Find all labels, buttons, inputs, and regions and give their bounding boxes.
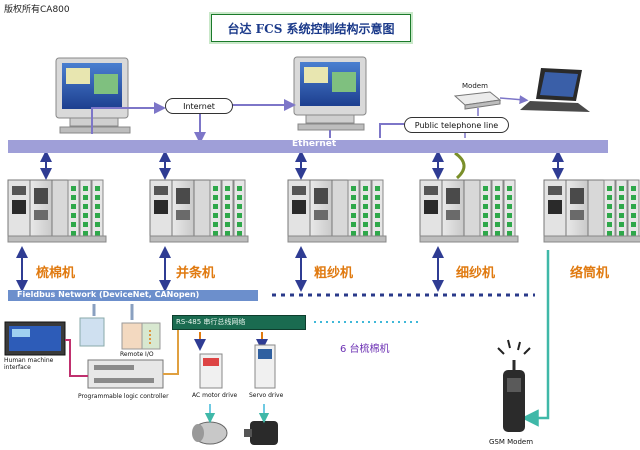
machine-label-carding: 梳棉机	[36, 266, 76, 281]
plc-label: Programmable logic controller	[78, 393, 169, 400]
rs485-bus	[172, 315, 306, 330]
modem-label: Modem	[462, 82, 488, 90]
plc-rack-icon-drawing	[149, 179, 249, 243]
fieldbus-bus	[8, 290, 258, 301]
servo-drive-icon	[254, 344, 276, 389]
plc-rack-icon-carding	[7, 179, 107, 243]
modem-icon	[453, 91, 502, 110]
plc-rack-icon-roving	[287, 179, 387, 243]
ethernet-bus	[8, 140, 608, 153]
plc-rack-icon-spinning	[419, 179, 519, 243]
gsm-modem-icon	[497, 339, 531, 432]
diagram-title: 台达 FCS 系统控制结构示意图	[211, 14, 411, 42]
machine-label-winding: 络筒机	[570, 266, 610, 281]
servo-motor-icon	[244, 421, 278, 445]
copyright-label: 版权所有CA800	[4, 5, 70, 15]
gsm-modem-label: GSM Modem	[489, 438, 534, 446]
computer-icon-center	[293, 56, 367, 131]
ac-drive-label: AC motor drive	[192, 392, 238, 399]
remote-io-icon	[121, 322, 161, 350]
computer-icon-left	[55, 57, 131, 134]
internet-label: Internet	[165, 98, 233, 114]
plc-unit-icon	[87, 359, 164, 389]
servo-drive-label: Servo drive	[249, 392, 284, 399]
hmi-label: Human machine interface	[4, 357, 54, 371]
machine-label-roving: 粗纱机	[314, 266, 354, 281]
machine-label-spinning: 细纱机	[456, 266, 496, 281]
carding-count-note: 6 台梳棉机	[340, 344, 390, 355]
rs485-label: RS-485 串行总线网络	[176, 318, 246, 326]
machine-label-drawing: 并条机	[176, 266, 216, 281]
laptop-icon	[520, 68, 590, 112]
ac-motor-icon	[192, 421, 228, 445]
plc-rack-icon-winding	[543, 179, 640, 243]
fieldbus-label: Fieldbus Network (DeviceNet, CANopen)	[17, 290, 200, 299]
ethernet-label: Ethernet	[292, 139, 337, 149]
pstn-label: Public telephone line	[404, 117, 509, 133]
ac-drive-icon	[199, 353, 223, 389]
remote-io-label: Remote I/O	[120, 351, 154, 358]
network-module-icon	[79, 317, 105, 347]
hmi-icon	[4, 321, 66, 356]
